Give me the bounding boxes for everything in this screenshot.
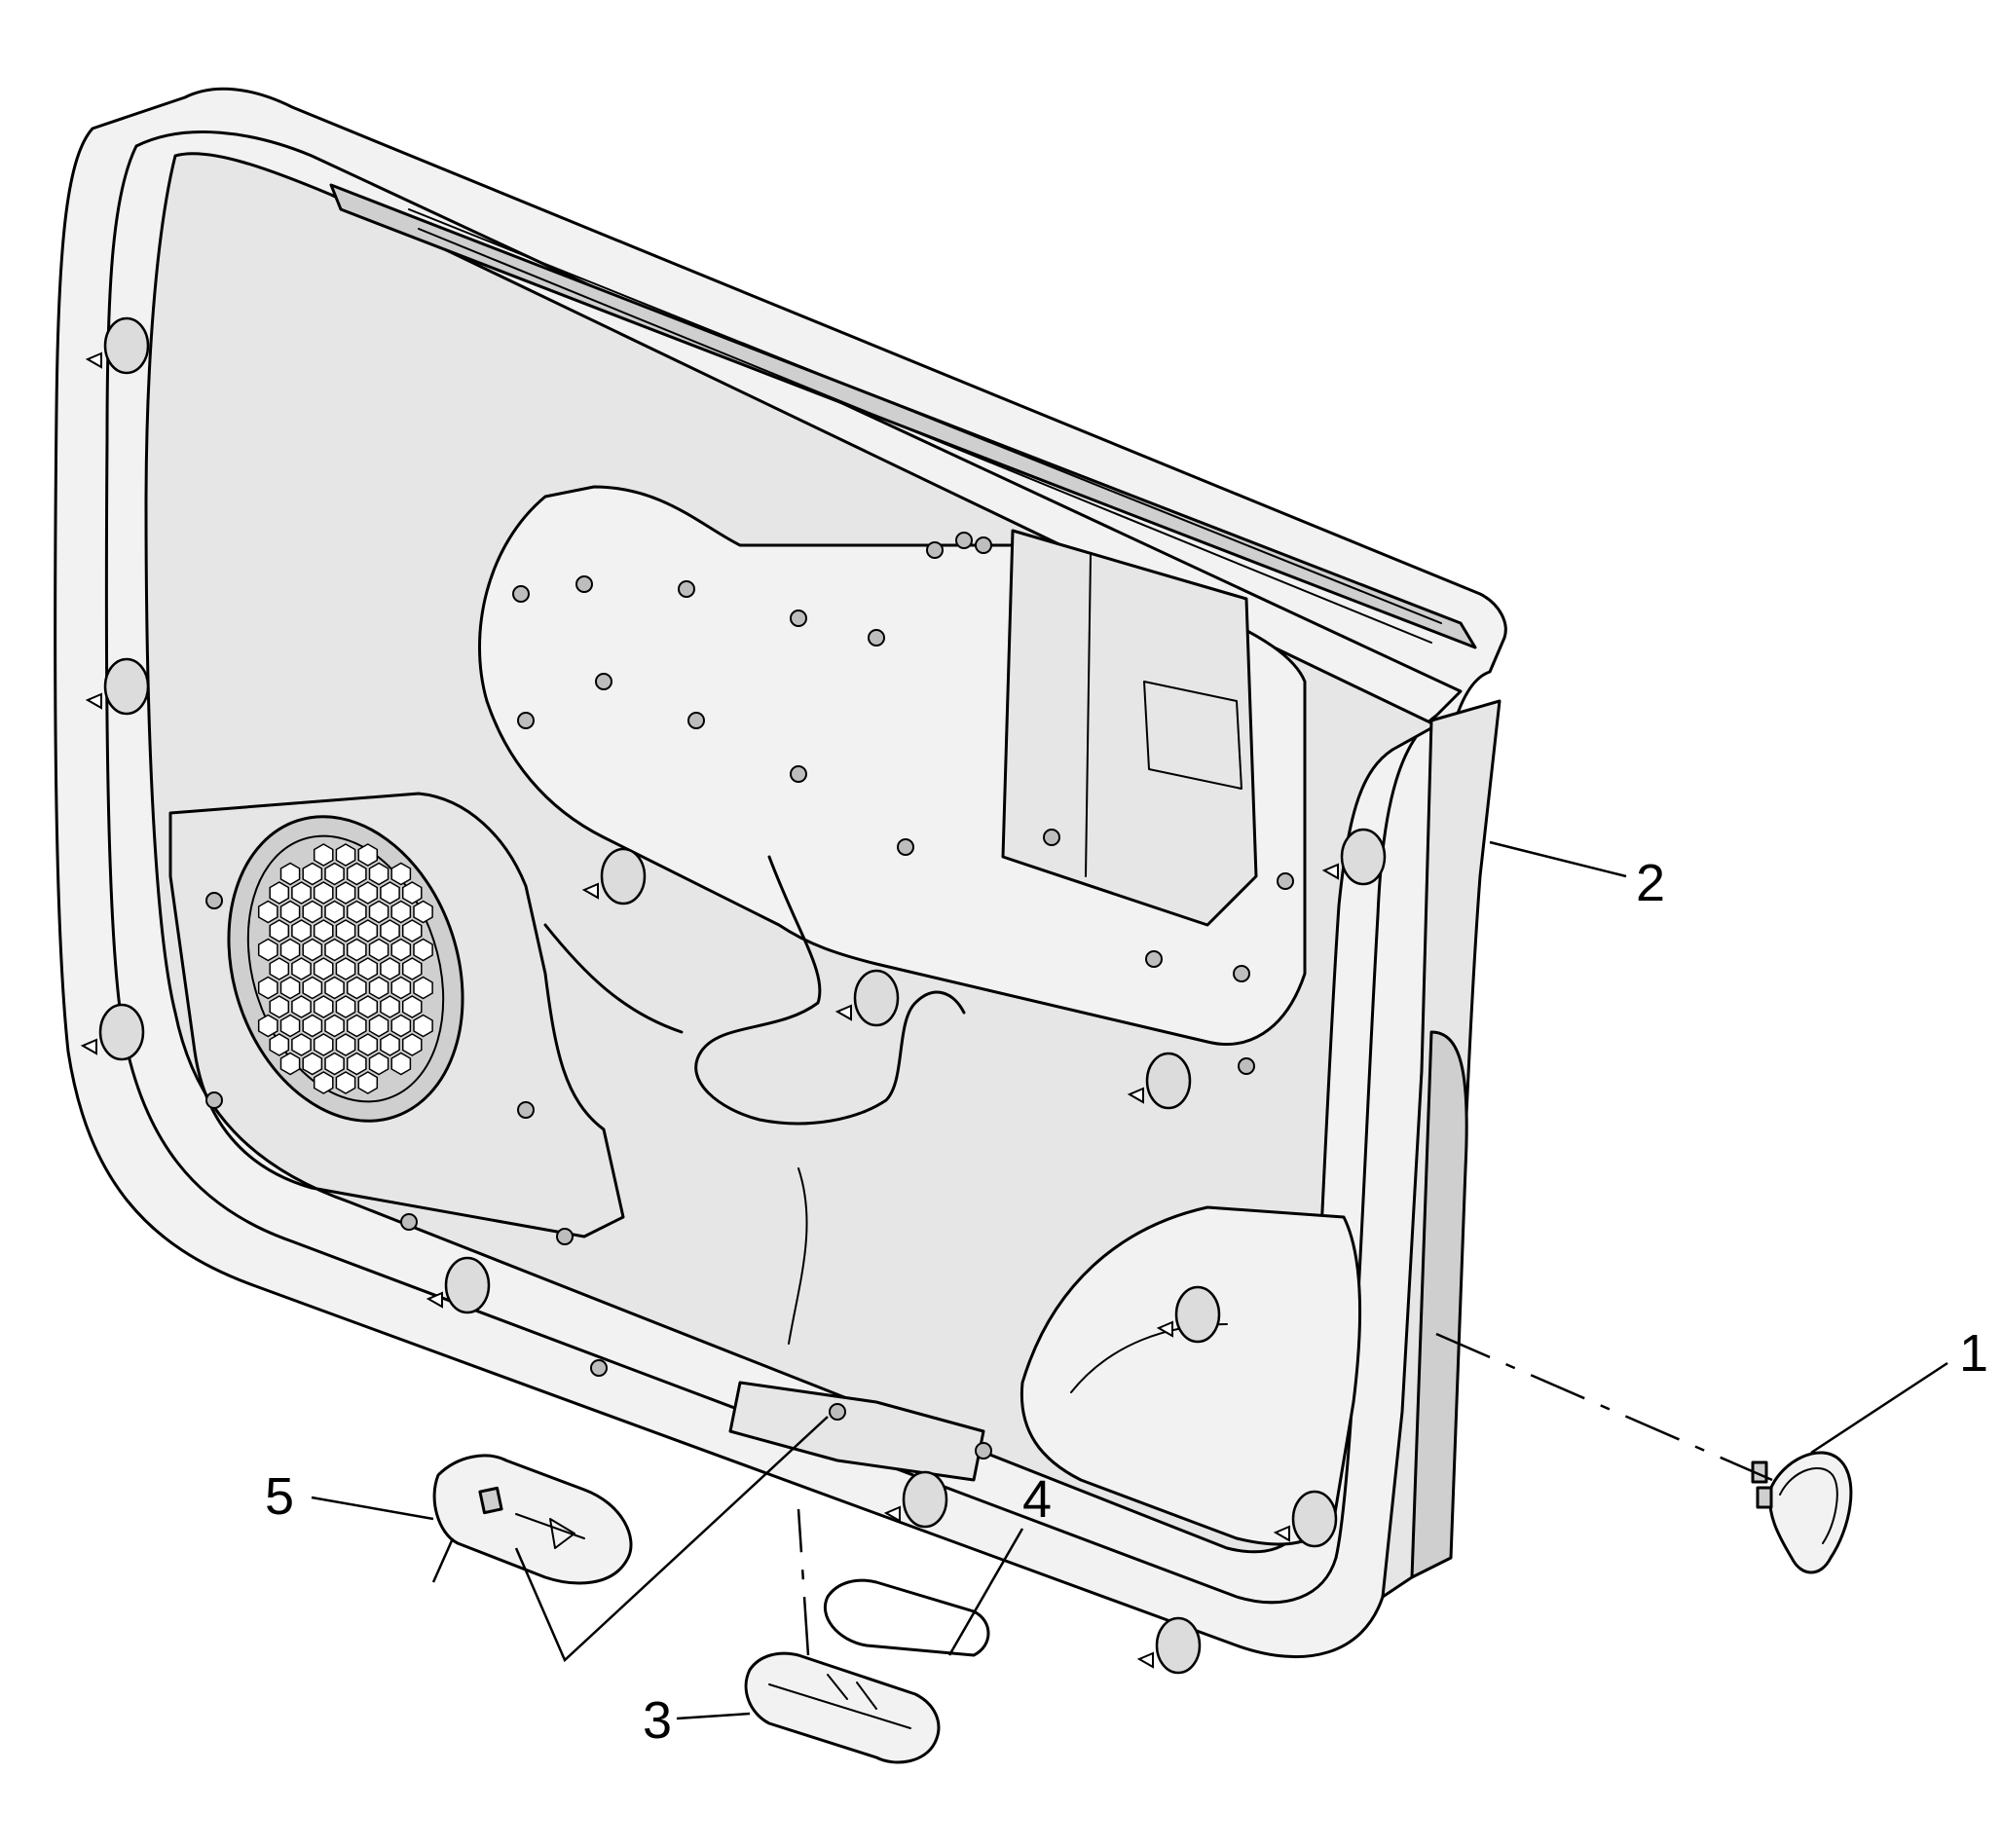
fastener-nut — [955, 532, 973, 549]
retaining-clip — [834, 969, 900, 1027]
fastener-nut — [790, 610, 807, 627]
fastener-nut — [1043, 829, 1060, 846]
speaker-grille — [227, 815, 464, 1123]
fastener-nut — [1238, 1057, 1255, 1075]
item-3-install-path — [797, 1508, 810, 1656]
callout-3: 3 — [643, 1691, 672, 1750]
retaining-clip — [1273, 1490, 1338, 1548]
regulator-motor-block — [1001, 529, 1258, 927]
speaker-housing — [168, 792, 625, 1238]
retaining-clip — [1127, 1052, 1192, 1110]
leader-2 — [1489, 840, 1627, 878]
retaining-clip — [581, 847, 647, 906]
item-1-install-path — [1435, 1332, 1773, 1482]
item-1-trim-cover — [1751, 1451, 1853, 1574]
retaining-clip — [1321, 828, 1387, 886]
callout-1: 1 — [1959, 1324, 1988, 1383]
fastener-nut — [517, 1101, 535, 1119]
fastener-nut — [1277, 872, 1294, 890]
pocket-insert-body — [823, 1578, 990, 1657]
retaining-clip — [80, 1003, 145, 1061]
callout-2: 2 — [1636, 854, 1665, 912]
retaining-clip — [1156, 1285, 1221, 1344]
panel-inner-rim — [104, 130, 1463, 1605]
leader-5 — [311, 1496, 434, 1521]
item-5-switch-bezel — [432, 1454, 633, 1585]
window-belt-rail — [329, 183, 1477, 649]
retaining-clip — [426, 1256, 491, 1314]
leader-3 — [676, 1712, 751, 1720]
fastener-nut — [1145, 950, 1163, 968]
item-4-pocket-insert — [823, 1578, 990, 1657]
leader-v-install — [514, 1416, 829, 1663]
fastener-nut — [687, 712, 705, 729]
fastener-nut — [205, 1091, 223, 1109]
lower-storage-pocket — [1020, 1205, 1362, 1546]
fastener-nut — [1233, 965, 1250, 982]
fastener-nut — [897, 838, 914, 856]
panel-fastener-nuts — [205, 532, 1294, 1460]
door-trim-panel — [54, 87, 1507, 1658]
wiring-harness — [694, 855, 966, 1126]
item-3-pull-cup — [744, 1651, 941, 1764]
fastener-nut — [517, 712, 535, 729]
retaining-clip — [85, 316, 150, 375]
fastener-nut — [678, 580, 695, 598]
fastener-nut — [205, 892, 223, 909]
retaining-clip — [883, 1470, 948, 1529]
fastener-nut — [975, 1442, 992, 1460]
leader-1 — [1810, 1361, 1948, 1455]
callout-4: 4 — [1022, 1470, 1052, 1529]
callout-5: 5 — [265, 1467, 294, 1526]
fastener-nut — [512, 585, 530, 603]
leader-4 — [947, 1528, 1024, 1656]
trim-cover-body — [1767, 1451, 1853, 1574]
fastener-nut — [575, 575, 593, 593]
retaining-clip — [1136, 1616, 1202, 1675]
armrest-switch-bezel-opening — [728, 1381, 985, 1482]
retaining-clip — [85, 657, 150, 716]
fastener-nut — [790, 765, 807, 783]
fastener-nut — [556, 1228, 574, 1245]
fastener-nut — [595, 673, 612, 690]
fastener-nut — [590, 1359, 608, 1377]
fastener-nut — [400, 1213, 418, 1231]
panel-retaining-clips — [80, 316, 1387, 1675]
fastener-nut — [829, 1403, 846, 1421]
fastener-nut — [926, 541, 944, 559]
item-5-install-path — [431, 1537, 455, 1583]
rear-edge-pocket — [1410, 1030, 1468, 1579]
fastener-nut — [975, 536, 992, 554]
fastener-nut — [868, 629, 885, 647]
